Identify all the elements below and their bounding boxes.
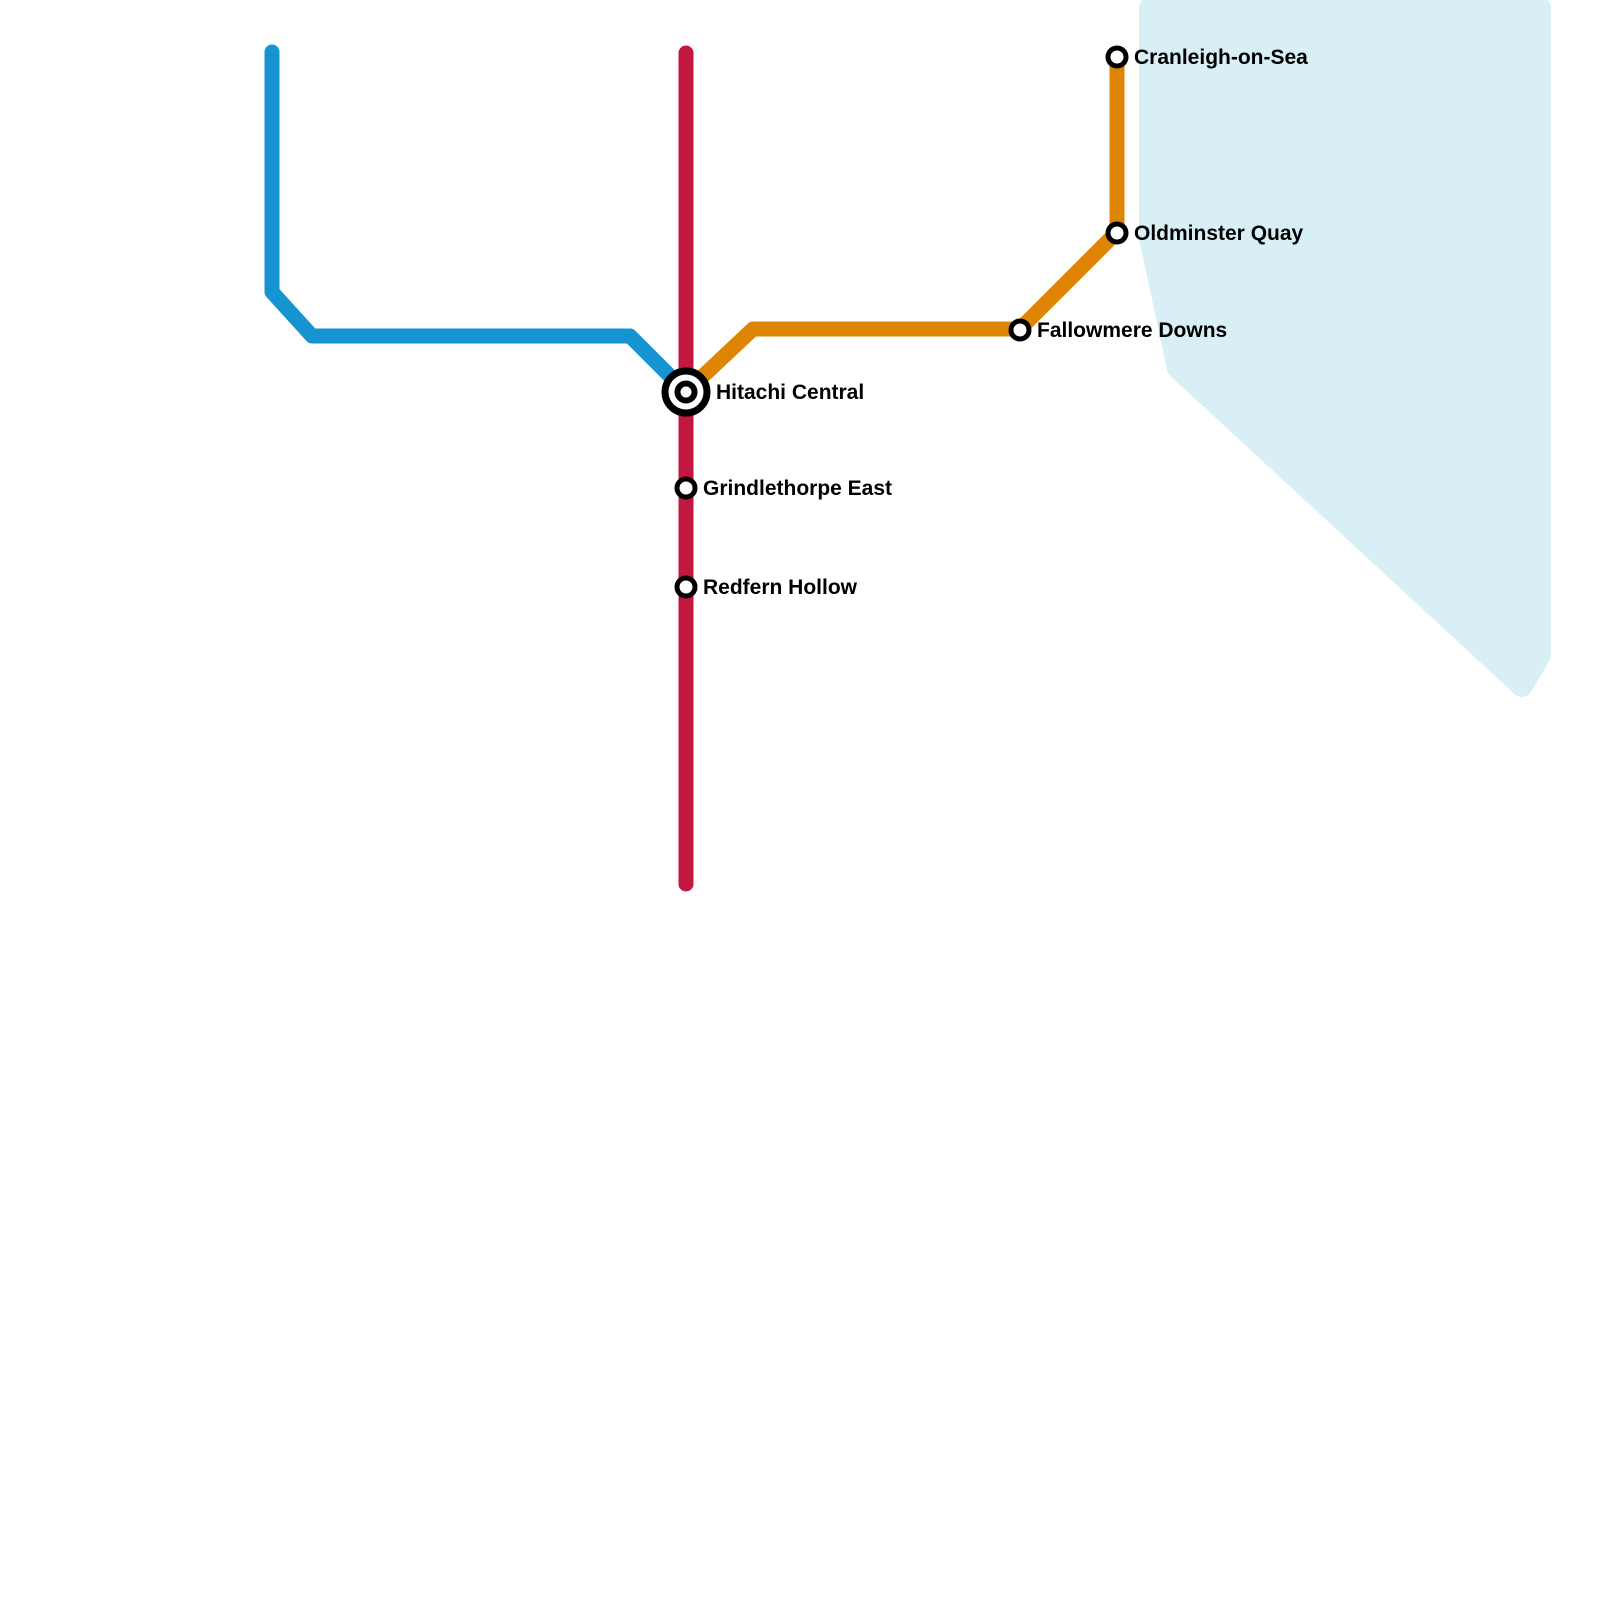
station-marker-interchange-core — [674, 380, 698, 404]
station-marker[interactable] — [674, 476, 698, 500]
station-label: Hitachi Central — [716, 381, 864, 404]
blue-line — [264, 44, 694, 400]
station-marker[interactable] — [1105, 221, 1129, 245]
station-label: Fallowmere Downs — [1037, 319, 1227, 342]
station-marker[interactable] — [1105, 45, 1129, 69]
station-marker[interactable] — [674, 575, 698, 599]
station-label: Oldminster Quay — [1134, 222, 1304, 245]
sea-area — [1139, 0, 1551, 697]
station-marker[interactable] — [1008, 318, 1032, 342]
station-label: Redfern Hollow — [703, 576, 858, 599]
station-label: Grindlethorpe East — [703, 477, 892, 500]
station-label: Cranleigh-on-Sea — [1134, 46, 1308, 69]
